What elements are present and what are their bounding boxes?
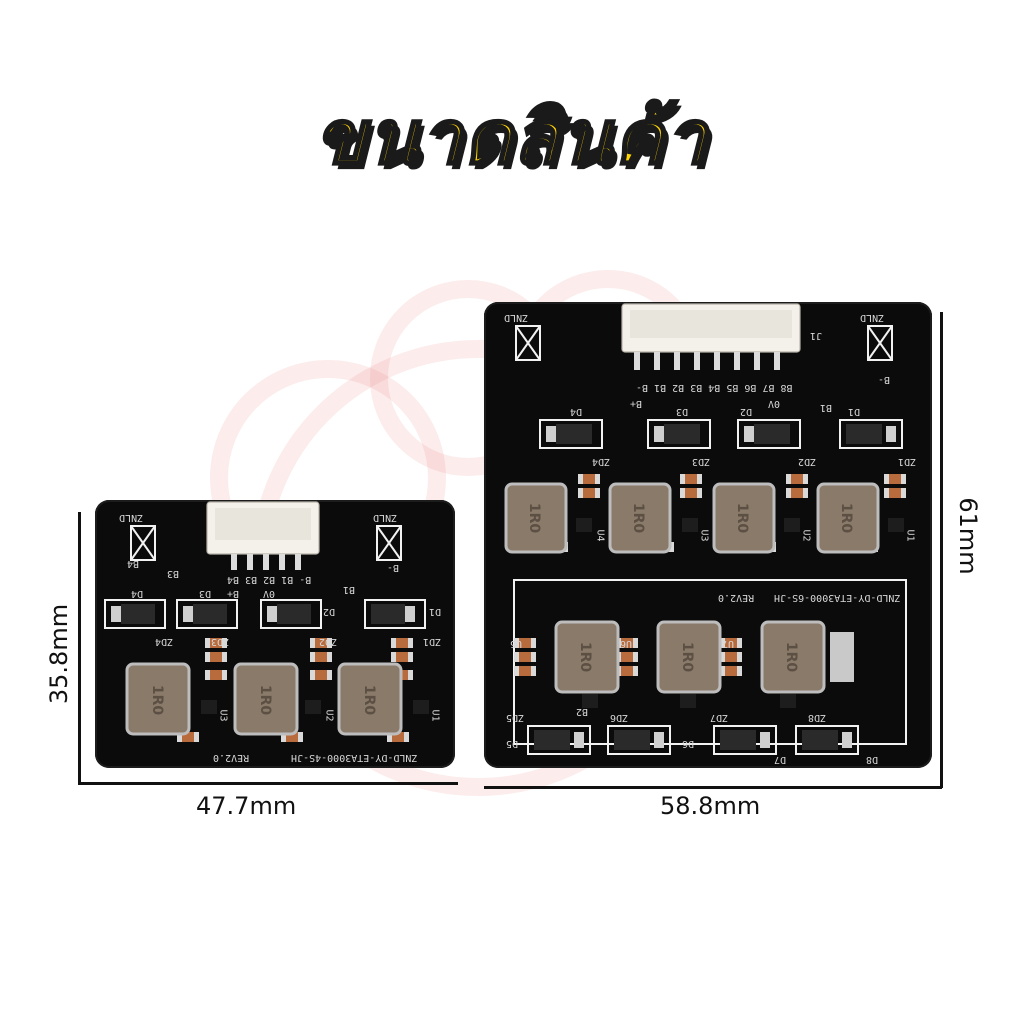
small-label-d1: D1 — [429, 606, 442, 617]
small-pcb-board: 1R0 1R0 1R0 ZNLD ZNLD B- B1 B2 B3 B4 B4 … — [95, 500, 455, 768]
small-width-label: 47.7mm — [196, 792, 297, 820]
large-fuse-right — [867, 325, 893, 361]
small-label-bminus: B- — [387, 562, 400, 573]
large-label-zd6: ZD6 — [610, 712, 629, 723]
large-label-d4: D4 — [570, 406, 583, 417]
page-title: ขนาดสินค้า — [314, 94, 709, 183]
small-brand-left: ZNLD — [119, 512, 144, 523]
large-label-u5: U5 — [510, 638, 523, 649]
small-label-u1: U1 — [429, 709, 441, 722]
large-label-0v: 0V — [768, 398, 781, 409]
small-inductor-3-mark: 1R0 — [361, 685, 377, 716]
small-label-b3: B3 — [167, 568, 180, 579]
large-model-label: ZNLD-DY-ETA3000-6S-JH — [774, 592, 901, 603]
large-label-u2: U2 — [800, 529, 812, 542]
large-brand-right: ZNLD — [860, 312, 885, 323]
large-label-u4: U4 — [594, 529, 606, 542]
large-brand-left: ZNLD — [504, 312, 529, 323]
small-height-dim-line — [78, 512, 81, 784]
large-label-bplus: B+ — [630, 398, 643, 409]
large-width-dim-line — [484, 786, 942, 789]
small-inductor-2-mark: 1R0 — [257, 685, 273, 716]
large-label-d5: D5 — [506, 738, 519, 749]
small-width-dim-line — [78, 782, 458, 785]
small-label-zd4: ZD4 — [155, 636, 174, 647]
small-brand-right: ZNLD — [373, 512, 398, 523]
large-rev-label: REV2.0 — [718, 592, 755, 603]
small-label-0v: 0V — [263, 588, 276, 599]
large-label-zd8: ZD8 — [808, 712, 827, 723]
large-passives-bottom — [514, 632, 854, 708]
large-label-zd1: ZD1 — [898, 456, 917, 467]
small-label-b1: B1 — [343, 584, 356, 595]
large-label-u7: U7 — [722, 638, 735, 649]
large-pcb-artwork: 1R0 1R0 1R0 1R0 — [504, 303, 907, 755]
large-pcb-board: 1R0 1R0 1R0 1R0 — [484, 302, 932, 768]
large-label-d1: D1 — [848, 406, 861, 417]
large-label-b2: B2 — [576, 706, 589, 717]
small-rev-label: REV2.0 — [213, 752, 250, 763]
small-inductor-3: 1R0 — [337, 662, 403, 736]
small-connector — [206, 501, 320, 570]
small-label-d4: D4 — [131, 588, 144, 599]
small-height-label: 35.8mm — [45, 603, 73, 705]
small-inductor-1: 1R0 — [125, 662, 191, 736]
small-model-label: ZNLD-DY-ETA3000-4S-JH — [291, 752, 418, 763]
large-inductor-bottom-2-mark: 1R0 — [679, 642, 695, 673]
large-inductor-bottom-3-mark: 1R0 — [783, 642, 799, 673]
large-label-d3: D3 — [676, 406, 689, 417]
large-label-zd4: ZD4 — [592, 456, 611, 467]
large-diode-row-bottom — [527, 725, 859, 755]
large-diode-row-top — [539, 419, 903, 449]
large-inductor-top-2-mark: 1R0 — [630, 503, 646, 534]
large-inductor-top-4-mark: 1R0 — [838, 503, 854, 534]
small-pcb-artwork: 1R0 1R0 1R0 — [104, 501, 429, 742]
small-label-zd1: ZD1 — [423, 636, 442, 647]
large-inductor-bottom-1: 1R0 — [554, 620, 620, 694]
large-inductor-top-3-mark: 1R0 — [734, 503, 750, 534]
large-label-zd5: ZD5 — [506, 712, 525, 723]
large-connector — [621, 303, 801, 370]
small-label-u2: U2 — [323, 709, 335, 722]
small-label-d2: D2 — [323, 606, 336, 617]
large-height-label: 61mm — [954, 497, 982, 575]
small-label-zd3: ZD3 — [211, 636, 230, 647]
large-label-b1: B1 — [820, 402, 833, 413]
large-label-j1: J1 — [810, 330, 823, 341]
small-inductor-1-mark: 1R0 — [149, 685, 165, 716]
large-label-zd7: ZD7 — [710, 712, 729, 723]
large-label-d6: D6 — [682, 738, 695, 749]
large-label-bminus: B- — [878, 374, 891, 385]
large-pins-label: B8 B7 B6 B5 B4 B3 B2 B1 B- — [636, 382, 793, 393]
large-inductor-bottom-3: 1R0 — [760, 620, 826, 694]
large-inductor-top-3: 1R0 — [712, 482, 776, 554]
large-fuse-left — [515, 325, 541, 361]
small-label-d3: D3 — [199, 588, 212, 599]
large-label-u3: U3 — [698, 529, 710, 542]
large-label-d8: D8 — [866, 754, 879, 765]
small-label-zd2: ZD2 — [319, 636, 338, 647]
large-width-label: 58.8mm — [660, 792, 761, 820]
small-label-bplus: B+ — [227, 588, 240, 599]
small-fuse-left — [130, 525, 156, 561]
large-label-u6: U6 — [620, 638, 633, 649]
large-inductor-bottom-2: 1R0 — [656, 620, 722, 694]
large-inductor-bottom-1-mark: 1R0 — [577, 642, 593, 673]
small-pins-label: B- B1 B2 B3 B4 — [227, 574, 312, 585]
large-inductor-top-1: 1R0 — [504, 482, 568, 554]
large-label-u1: U1 — [904, 529, 916, 542]
large-label-d2: D2 — [740, 406, 753, 417]
large-inductor-top-1-mark: 1R0 — [526, 503, 542, 534]
large-label-zd3: ZD3 — [692, 456, 711, 467]
large-inductor-top-4: 1R0 — [816, 482, 880, 554]
small-fuse-right — [376, 525, 402, 561]
large-inductor-top-2: 1R0 — [608, 482, 672, 554]
large-label-d7: D7 — [774, 754, 787, 765]
small-label-u3: U3 — [217, 709, 229, 722]
large-label-zd2: ZD2 — [798, 456, 817, 467]
large-height-dim-line — [940, 312, 943, 788]
small-diode-row — [104, 599, 426, 629]
small-inductor-2: 1R0 — [233, 662, 299, 736]
small-label-b4: B4 — [127, 558, 140, 569]
